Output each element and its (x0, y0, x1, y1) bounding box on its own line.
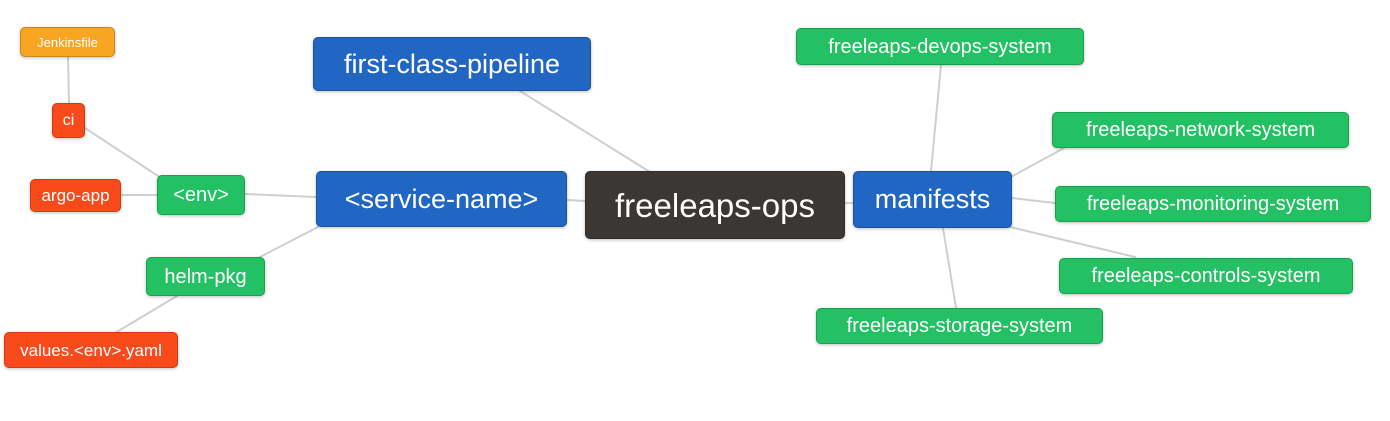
edge-helm_pkg-values_yaml (114, 295, 178, 334)
node-manifests[interactable]: manifests (853, 171, 1012, 228)
node-service-name[interactable]: <service-name> (316, 171, 567, 227)
edge-manifests-controls_system (1009, 226, 1136, 258)
node-freeleaps-devops-system-label: freeleaps-devops-system (828, 35, 1052, 58)
node-freeleaps-ops-root[interactable]: freeleaps-ops (585, 171, 845, 239)
node-values-env-yaml[interactable]: values.<env>.yaml (4, 332, 178, 368)
node-service-name-label: <service-name> (344, 183, 539, 214)
node-jenkinsfile[interactable]: Jenkinsfile (20, 27, 115, 57)
node-freeleaps-devops-system[interactable]: freeleaps-devops-system (796, 28, 1084, 65)
node-helm-pkg-label: helm-pkg (164, 265, 247, 288)
edge-first_class_pipeline-freeleaps_ops (519, 90, 651, 173)
node-ci-label: ci (62, 111, 75, 129)
node-env[interactable]: <env> (157, 175, 245, 215)
edge-service_name-freeleaps_ops (566, 199, 586, 202)
node-first-class-pipeline[interactable]: first-class-pipeline (313, 37, 591, 91)
node-argo-app-label: argo-app (41, 186, 110, 205)
node-helm-pkg[interactable]: helm-pkg (146, 257, 265, 296)
node-freeleaps-storage-system-label: freeleaps-storage-system (846, 315, 1073, 337)
edge-manifests-monitoring_system (1011, 197, 1056, 204)
node-freeleaps-storage-system[interactable]: freeleaps-storage-system (816, 308, 1103, 344)
node-values-env-yaml-label: values.<env>.yaml (20, 340, 162, 360)
node-freeleaps-network-system-label: freeleaps-network-system (1086, 119, 1315, 141)
node-manifests-label: manifests (874, 184, 991, 214)
edge-manifests-storage_system (942, 227, 957, 309)
edge-env-service_name (244, 193, 317, 198)
node-freeleaps-controls-system[interactable]: freeleaps-controls-system (1059, 258, 1353, 294)
edge-devops_system-manifests (930, 64, 942, 172)
node-jenkinsfile-label: Jenkinsfile (37, 34, 98, 50)
node-freeleaps-monitoring-system-label: freeleaps-monitoring-system (1086, 193, 1340, 215)
node-freeleaps-ops-label: freeleaps-ops (615, 186, 815, 224)
node-freeleaps-monitoring-system[interactable]: freeleaps-monitoring-system (1055, 186, 1371, 222)
edge-service_name-helm_pkg (257, 226, 319, 259)
node-freeleaps-network-system[interactable]: freeleaps-network-system (1052, 112, 1349, 148)
node-freeleaps-controls-system-label: freeleaps-controls-system (1091, 265, 1321, 287)
edge-ci-env (84, 127, 159, 177)
node-env-label: <env> (173, 184, 229, 206)
node-ci[interactable]: ci (52, 103, 85, 138)
edge-jenkinsfile-ci (67, 56, 70, 104)
node-first-class-pipeline-label: first-class-pipeline (343, 48, 561, 79)
node-argo-app[interactable]: argo-app (30, 179, 121, 212)
edge-manifests-network_system (1010, 147, 1065, 178)
